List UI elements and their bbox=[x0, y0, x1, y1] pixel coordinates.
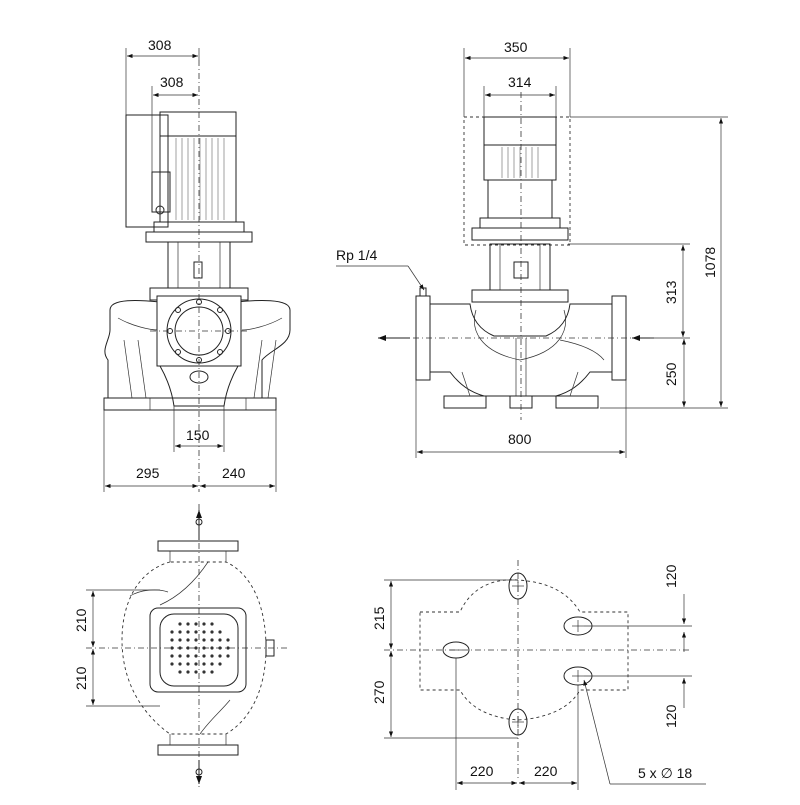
top-view: 210 210 bbox=[73, 504, 290, 790]
vent-hole bbox=[178, 654, 182, 658]
thread-label: Rp 1/4 bbox=[336, 247, 377, 263]
dim-base-215: 215 bbox=[371, 606, 387, 630]
vent-hole bbox=[170, 662, 174, 666]
dim-base-270: 270 bbox=[371, 680, 387, 704]
vent-hole bbox=[194, 622, 198, 626]
vent-hole bbox=[194, 662, 198, 666]
vent-hole bbox=[194, 638, 198, 642]
vent-hole bbox=[218, 646, 222, 650]
vent-hole bbox=[170, 638, 174, 642]
front-view: Rp 1/4 350 314 1078 313 250 800 bbox=[336, 39, 728, 458]
dim-front-800: 800 bbox=[508, 431, 532, 447]
vent-hole bbox=[194, 670, 198, 674]
vent-holes bbox=[170, 622, 230, 674]
side-view: 308 308 150 295 240 bbox=[103, 37, 291, 492]
base-view: 120 120 215 270 220 220 5 x ∅ 18 bbox=[371, 560, 706, 790]
dim-side-308-inner: 308 bbox=[160, 74, 184, 90]
vent-hole bbox=[178, 638, 182, 642]
vent-hole bbox=[186, 638, 190, 642]
dim-base-220-right: 220 bbox=[534, 763, 558, 779]
dim-front-1078: 1078 bbox=[702, 247, 718, 278]
dim-side-150: 150 bbox=[186, 427, 210, 443]
vent-hole bbox=[210, 662, 214, 666]
vent-hole bbox=[202, 638, 206, 642]
dim-top-210-upper: 210 bbox=[73, 608, 89, 632]
dim-front-250: 250 bbox=[663, 362, 679, 386]
vent-hole bbox=[210, 630, 214, 634]
vent-hole bbox=[194, 630, 198, 634]
vent-hole bbox=[202, 630, 206, 634]
vent-hole bbox=[178, 662, 182, 666]
vent-hole bbox=[210, 670, 214, 674]
vent-hole bbox=[218, 654, 222, 658]
vent-hole bbox=[218, 630, 222, 634]
dim-front-314: 314 bbox=[508, 74, 532, 90]
vent-hole bbox=[186, 622, 190, 626]
vent-hole bbox=[194, 654, 198, 658]
vent-hole bbox=[170, 654, 174, 658]
vent-hole bbox=[210, 646, 214, 650]
vent-hole bbox=[210, 622, 214, 626]
dim-side-295: 295 bbox=[136, 465, 160, 481]
vent-hole bbox=[186, 630, 190, 634]
dim-front-313: 313 bbox=[663, 280, 679, 304]
vent-hole bbox=[226, 646, 230, 650]
vent-hole bbox=[178, 630, 182, 634]
vent-hole bbox=[202, 654, 206, 658]
dim-base-220-left: 220 bbox=[470, 763, 494, 779]
vent-hole bbox=[194, 646, 198, 650]
dim-base-120-lower: 120 bbox=[663, 704, 679, 728]
vent-hole bbox=[202, 662, 206, 666]
vent-hole bbox=[186, 662, 190, 666]
vent-hole bbox=[218, 638, 222, 642]
vent-hole bbox=[210, 638, 214, 642]
vent-hole bbox=[218, 662, 222, 666]
vent-hole bbox=[178, 646, 182, 650]
hole-callout: 5 x ∅ 18 bbox=[638, 765, 692, 781]
vent-hole bbox=[210, 654, 214, 658]
dim-side-240: 240 bbox=[222, 465, 246, 481]
vent-hole bbox=[186, 670, 190, 674]
vent-hole bbox=[186, 654, 190, 658]
dim-base-120-upper: 120 bbox=[663, 564, 679, 588]
vent-hole bbox=[202, 646, 206, 650]
dim-front-350: 350 bbox=[504, 39, 528, 55]
vent-hole bbox=[226, 638, 230, 642]
vent-hole bbox=[178, 622, 182, 626]
vent-hole bbox=[170, 630, 174, 634]
vent-hole bbox=[170, 646, 174, 650]
dim-side-308-outer: 308 bbox=[148, 37, 172, 53]
dim-top-210-lower: 210 bbox=[73, 666, 89, 690]
vent-hole bbox=[202, 622, 206, 626]
vent-hole bbox=[186, 646, 190, 650]
vent-hole bbox=[202, 670, 206, 674]
vent-hole bbox=[178, 670, 182, 674]
vent-hole bbox=[226, 654, 230, 658]
